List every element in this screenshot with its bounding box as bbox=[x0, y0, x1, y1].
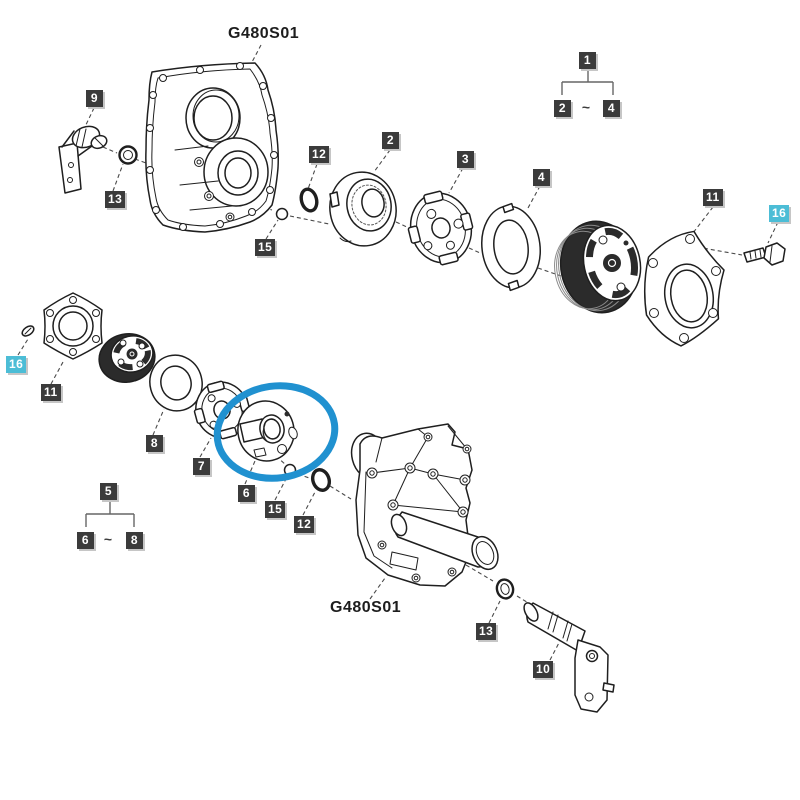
tilde-group-5: ~ bbox=[103, 531, 113, 547]
disc-7-art bbox=[193, 380, 251, 440]
clutch-pack-drum-art bbox=[554, 220, 642, 314]
callout-5[interactable]: 5 bbox=[100, 483, 117, 500]
oring-13-top-art bbox=[118, 145, 138, 165]
output-flange-11-left-art bbox=[43, 292, 103, 360]
clutch-drum-2-art bbox=[329, 171, 397, 247]
callout-2-top[interactable]: 2 bbox=[382, 132, 399, 149]
hub-6-art bbox=[237, 400, 298, 462]
ring-8-art bbox=[149, 354, 203, 412]
callout-8-mid[interactable]: 8 bbox=[146, 435, 163, 452]
pressure-plate-3-art bbox=[407, 190, 474, 266]
output-flange-11-top-art bbox=[643, 230, 725, 347]
oring-13-bottom-art bbox=[495, 578, 515, 600]
bolt-16-art bbox=[743, 242, 786, 266]
dark-drum-mid-art bbox=[98, 333, 156, 383]
diagram-code-top: G480S01 bbox=[228, 25, 300, 42]
shift-lever-top-art bbox=[58, 125, 108, 194]
callout-8-range[interactable]: 8 bbox=[126, 532, 143, 549]
oring-12-mid-art bbox=[310, 468, 332, 492]
callout-15-top[interactable]: 15 bbox=[255, 239, 276, 256]
callout-16-top-highlighted[interactable]: 16 bbox=[769, 205, 790, 222]
callout-4-top[interactable]: 4 bbox=[533, 169, 550, 186]
callout-11-top[interactable]: 11 bbox=[703, 189, 723, 206]
friction-disc-4-art bbox=[481, 202, 541, 292]
group-5-bracket bbox=[85, 501, 135, 527]
ball-15-top-art bbox=[275, 207, 289, 221]
callout-1[interactable]: 1 bbox=[579, 52, 596, 69]
gearbox-housing-bottom-art bbox=[350, 423, 499, 587]
highlight-circle bbox=[213, 382, 339, 482]
group-1-bracket bbox=[561, 70, 614, 95]
callout-16-left-highlighted[interactable]: 16 bbox=[6, 356, 27, 373]
leader-lines bbox=[17, 44, 779, 661]
callout-6-range[interactable]: 6 bbox=[77, 532, 94, 549]
tilde-group-1: ~ bbox=[581, 99, 591, 115]
callout-3[interactable]: 3 bbox=[457, 151, 474, 168]
callout-7[interactable]: 7 bbox=[193, 458, 210, 475]
callout-10[interactable]: 10 bbox=[533, 661, 554, 678]
diagram-code-bottom: G480S01 bbox=[330, 599, 402, 616]
callout-11-left[interactable]: 11 bbox=[41, 384, 61, 401]
lever-10-art bbox=[523, 602, 615, 713]
callout-6[interactable]: 6 bbox=[238, 485, 255, 502]
callout-15-mid[interactable]: 15 bbox=[265, 501, 286, 518]
callout-2-range[interactable]: 2 bbox=[554, 100, 571, 117]
gearbox-cover-top-art bbox=[145, 62, 279, 233]
callout-4-range[interactable]: 4 bbox=[603, 100, 620, 117]
callout-13-bottom[interactable]: 13 bbox=[476, 623, 497, 640]
oring-12-top-art bbox=[299, 187, 319, 213]
callout-12-top[interactable]: 12 bbox=[309, 146, 330, 163]
callout-12-mid[interactable]: 12 bbox=[294, 516, 315, 533]
callout-9[interactable]: 9 bbox=[86, 90, 103, 107]
cotter-pin-16-left-art bbox=[21, 325, 35, 337]
callout-13-top[interactable]: 13 bbox=[105, 191, 126, 208]
